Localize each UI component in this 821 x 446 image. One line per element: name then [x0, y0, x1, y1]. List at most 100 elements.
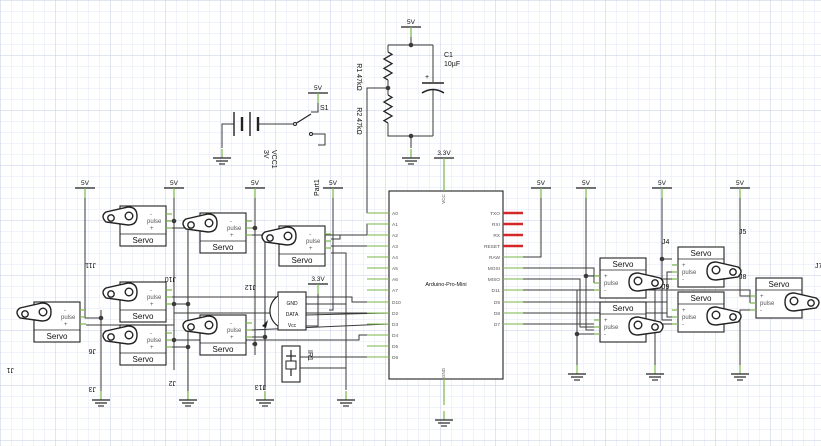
servo-j6[interactable]: Servo-pulse+ — [102, 281, 172, 323]
arduino-pin-d4: D4 — [392, 333, 398, 339]
servo-j2[interactable]: Servo-pulse+ — [182, 314, 252, 356]
junction-dot — [171, 218, 177, 224]
power-rail-label: 3.3V — [437, 150, 451, 157]
label-j2: J2 — [169, 379, 177, 386]
servo-pin-plus: + — [760, 294, 764, 300]
servo-pin-pulse: pulse — [147, 219, 162, 225]
arduino-pro-mini[interactable] — [388, 190, 504, 380]
servo-j11[interactable]: Servo-pulse+ — [102, 205, 172, 247]
servo-pin-minus: - — [309, 232, 311, 238]
servo-j10[interactable]: Servo-pulse+ — [182, 212, 252, 254]
servo-j3[interactable]: Servo-pulse+ — [102, 324, 172, 366]
wire — [523, 271, 672, 314]
servo-j4[interactable]: Servo+pulse- — [594, 257, 664, 299]
junction-dot — [583, 273, 589, 279]
servo-pin-pulse: pulse — [61, 315, 76, 321]
servo-hole-icon — [21, 310, 29, 318]
wire — [387, 123, 433, 137]
ir-sensor-module[interactable] — [277, 291, 307, 331]
battery-value: 3V — [262, 150, 269, 159]
sensor-dome-icon — [269, 295, 279, 327]
servo-j5[interactable]: Servo+pulse- — [672, 246, 742, 288]
label-j11: J11 — [85, 261, 96, 268]
junction-dot — [262, 334, 268, 340]
servo-pin-minus: - — [150, 288, 152, 294]
label-j6: J6 — [89, 347, 97, 354]
servo-hole-icon — [107, 290, 115, 298]
arduino-pin-gnd: GND — [441, 367, 446, 378]
resistor-r1[interactable] — [382, 51, 394, 81]
servo-pin-pulse: pulse — [760, 301, 775, 307]
junction-dot — [171, 301, 177, 307]
power-rail-label: 5V — [251, 180, 260, 187]
labels: Arduino-Pro-MiniVCCGNDA0A1A2A3A4A5A6A7D1… — [7, 19, 821, 392]
wire — [84, 198, 86, 319]
servo-hole-icon — [124, 211, 134, 221]
servo-hole-icon — [107, 214, 115, 222]
wire — [306, 294, 319, 327]
servo-j8[interactable]: Servo+pulse- — [672, 291, 742, 333]
servo-pin-plus: + — [682, 308, 686, 314]
servo-title: Servo — [613, 304, 634, 313]
arduino-name: Arduino-Pro-Mini — [425, 282, 466, 288]
junction-dot — [408, 42, 414, 48]
servo-hole-icon — [729, 268, 737, 276]
power-rail-label: 5V — [81, 180, 90, 187]
capacitor-value: 10µF — [444, 61, 460, 68]
servo-title: Servo — [769, 280, 790, 289]
servo-title: Servo — [213, 345, 234, 354]
junction-dot — [252, 341, 258, 347]
junction-dot — [659, 256, 665, 262]
resistor-r1-label: R1 47kΩ — [355, 63, 362, 90]
servo-pin-plus: + — [230, 335, 234, 341]
wire — [311, 103, 319, 113]
servo-hole-icon — [633, 276, 643, 286]
servo-pin-pulse: pulse — [604, 281, 619, 287]
switch-s1[interactable] — [294, 113, 312, 125]
arduino-pin-a2: A2 — [392, 233, 398, 239]
ir1-symbol — [285, 360, 297, 370]
arduino-pin-d10: D10 — [392, 300, 401, 306]
label-j12: J12 — [245, 283, 256, 290]
capacitor-plus: + — [425, 74, 429, 81]
arduino-pin-miso: MISO — [488, 277, 501, 283]
servo-pin-pulse: pulse — [147, 295, 162, 301]
servo-pin-minus: - — [150, 212, 152, 218]
junction-dot — [408, 133, 414, 139]
arduino-pin-a3: A3 — [392, 244, 398, 250]
wire — [523, 267, 595, 283]
wire — [739, 309, 750, 365]
servo-hole-icon — [633, 320, 643, 330]
junction-dot — [185, 301, 191, 307]
resistor-r2[interactable] — [382, 94, 394, 124]
servo-j9[interactable]: Servo+pulse- — [594, 301, 664, 343]
servo-pin-plus: + — [682, 263, 686, 269]
servo-j12[interactable]: Servo-pulse+ — [261, 225, 331, 267]
arduino-pin-raw: RAW — [489, 255, 500, 261]
servo-j7[interactable]: Servo+pulse- — [750, 277, 820, 319]
servo-j1[interactable]: Servo-pulse+ — [16, 301, 86, 343]
arduino-pin-txo: TXO — [490, 211, 500, 217]
power-rail-label: 5V — [537, 180, 546, 187]
arduino-pin-a6: A6 — [392, 277, 398, 283]
power-rail-label: 5V — [582, 180, 591, 187]
wire — [331, 234, 389, 240]
arduino-pin-rx: RX — [493, 233, 500, 239]
junction-dot — [185, 344, 191, 350]
servo-pin-pulse: pulse — [227, 328, 242, 334]
junction-dot — [574, 331, 580, 337]
ir1-label: IR1 — [306, 350, 313, 361]
power-rail-label: 5V — [658, 180, 667, 187]
switch-label: S1 — [320, 105, 329, 112]
servo-hole-icon — [107, 333, 115, 341]
capacitor-c1-plate — [421, 88, 445, 94]
label-j4: J4 — [662, 239, 670, 246]
servo-hole-icon — [807, 299, 815, 307]
junction-dot — [385, 85, 391, 91]
servo-pin-pulse: pulse — [604, 325, 619, 331]
servo-pin-pulse: pulse — [306, 239, 321, 245]
servo-pin-plus: + — [150, 302, 154, 308]
servo-hole-icon — [789, 296, 799, 306]
servo-hole-icon — [651, 323, 659, 331]
wire — [576, 289, 594, 365]
